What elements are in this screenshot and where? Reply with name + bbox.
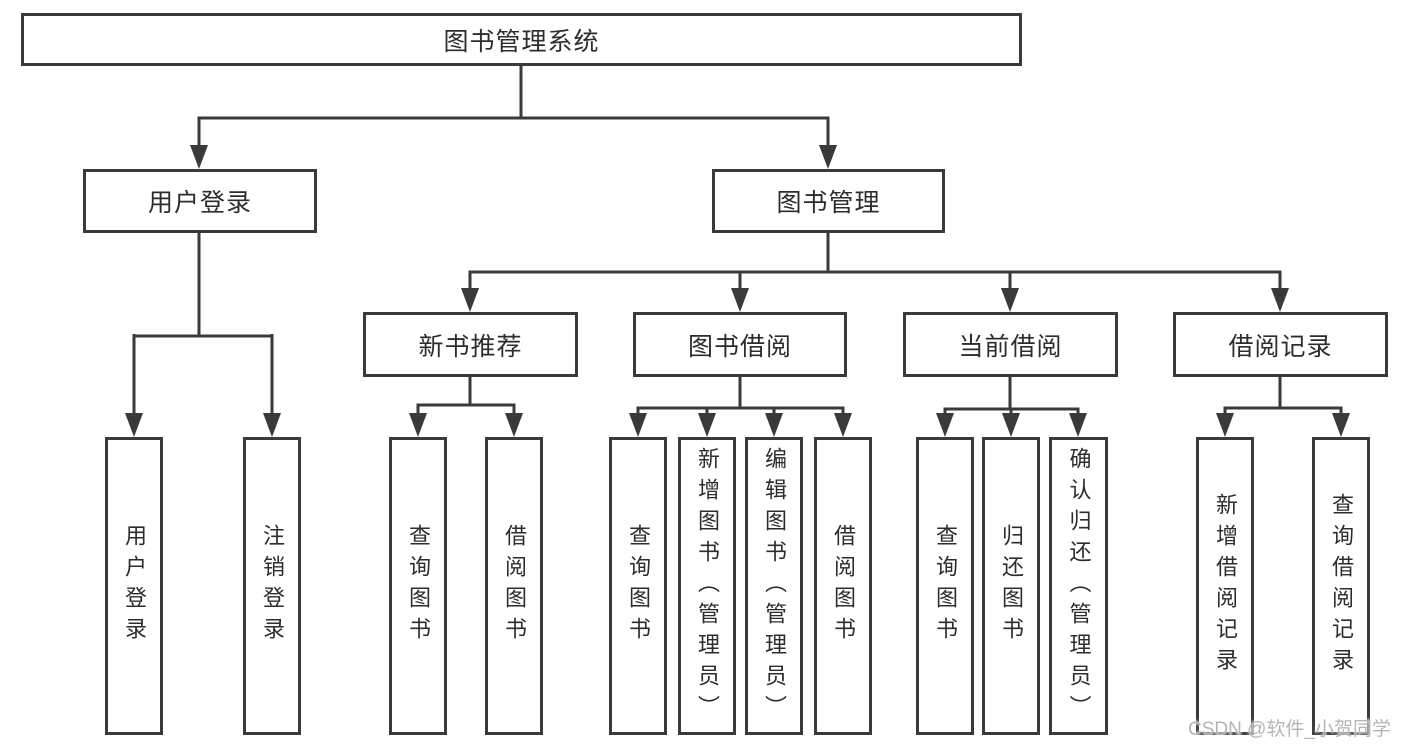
leaf-query-books-current: 查询图书 (916, 437, 974, 735)
leaf-edit-books-admin-label: 编辑图书（管理员） (762, 446, 787, 726)
node-book-borrow-label: 图书借阅 (687, 332, 792, 361)
leaf-add-borrow-record-label: 新增借阅记录 (1213, 493, 1238, 679)
leaf-return-books: 归还图书 (982, 437, 1040, 735)
connector-root-to-level2 (190, 66, 837, 169)
leaf-confirm-return-admin: 确认归还（管理员） (1049, 437, 1108, 735)
node-borrow-records-label: 借阅记录 (1228, 332, 1333, 361)
leaf-add-books-admin-label: 新增图书（管理员） (695, 446, 720, 726)
connector-newbook-to-leaves (409, 377, 523, 437)
node-user-login-branch-label: 用户登录 (147, 189, 252, 217)
csdn-watermark: CSDN @软件_小贺同学 (1188, 719, 1391, 740)
node-new-book-recommend-label: 新书推荐 (418, 332, 523, 361)
node-user-login-branch: 用户登录 (83, 169, 317, 233)
leaf-query-borrow-record-label: 查询借阅记录 (1329, 493, 1354, 679)
node-current-borrow: 当前借阅 (903, 312, 1118, 377)
node-library-system-label: 图书管理系统 (443, 27, 600, 56)
leaf-query-borrow-record: 查询借阅记录 (1312, 437, 1370, 735)
connector-bookmgmt-to-level3 (461, 233, 1289, 312)
leaf-add-books-admin: 新增图书（管理员） (678, 437, 736, 735)
node-book-borrow: 图书借阅 (633, 312, 847, 377)
connector-current-to-leaves (936, 377, 1087, 437)
connector-userlogin-to-leaves (125, 232, 281, 437)
connector-records-to-leaves (1216, 377, 1350, 437)
leaf-borrow-books: 借阅图书 (814, 437, 872, 735)
leaf-borrow-books-label: 借阅图书 (831, 524, 856, 648)
leaf-edit-books-admin: 编辑图书（管理员） (745, 437, 803, 735)
leaf-add-borrow-record: 新增借阅记录 (1196, 437, 1254, 735)
leaf-borrow-books-recommend: 借阅图书 (485, 437, 543, 735)
leaf-borrow-books-recommend-label: 借阅图书 (502, 524, 527, 648)
leaf-logout-label: 注销登录 (260, 524, 285, 648)
leaf-user-login-label: 用户登录 (122, 524, 147, 648)
node-new-book-recommend: 新书推荐 (363, 312, 578, 377)
leaf-query-books-recommend-label: 查询图书 (406, 524, 431, 648)
node-library-system: 图书管理系统 (21, 13, 1022, 66)
node-book-management: 图书管理 (712, 169, 945, 233)
leaf-user-login: 用户登录 (105, 437, 163, 735)
node-book-management-label: 图书管理 (776, 189, 881, 217)
leaf-logout: 注销登录 (243, 437, 301, 735)
node-current-borrow-label: 当前借阅 (958, 332, 1063, 361)
leaf-return-books-label: 归还图书 (999, 524, 1024, 648)
leaf-query-books-borrow-label: 查询图书 (626, 524, 651, 648)
leaf-query-books-recommend: 查询图书 (389, 437, 447, 735)
leaf-query-books-borrow: 查询图书 (609, 437, 667, 735)
connector-borrow-to-leaves (629, 377, 852, 437)
node-borrow-records: 借阅记录 (1173, 312, 1388, 377)
leaf-query-books-current-label: 查询图书 (933, 524, 958, 648)
leaf-confirm-return-admin-label: 确认归还（管理员） (1066, 446, 1092, 726)
